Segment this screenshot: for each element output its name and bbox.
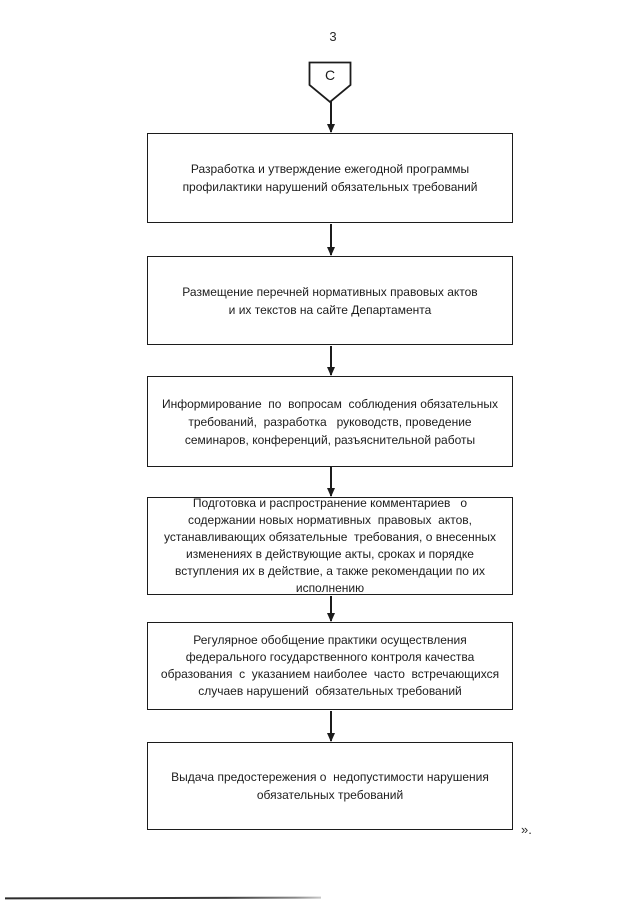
offpage-connector-shape: C — [308, 61, 352, 104]
flow-box-commentaries: Подготовка и распространение комментарие… — [147, 496, 513, 595]
flow-box-annual-program: Разработка и утверждение ежегодной прогр… — [147, 133, 513, 223]
bottom-scan-rule — [4, 896, 322, 900]
flow-box-practice-summary: Регулярное обобщение практики осуществле… — [147, 622, 513, 710]
page-number: 3 — [329, 29, 337, 44]
flow-arrow-box4-to-box5 — [330, 596, 332, 621]
flow-arrow-box2-to-box3 — [330, 346, 332, 375]
flow-arrow-box3-to-box4 — [330, 467, 332, 496]
flow-box-informing: Информирование по вопросам соблюдения об… — [147, 376, 513, 467]
flow-arrow-box5-to-box6 — [330, 711, 332, 741]
flow-box-publish-acts: Размещение перечней нормативных правовых… — [147, 256, 513, 345]
flow-arrow-connector-to-box1 — [330, 101, 332, 132]
closing-quote-mark: ». — [521, 822, 532, 837]
connector-pentagon-outline — [308, 61, 352, 104]
flow-box-warning-issue: Выдача предостережения о недопустимости … — [147, 742, 513, 830]
connector-label: C — [325, 67, 335, 83]
flow-arrow-box1-to-box2 — [330, 224, 332, 255]
